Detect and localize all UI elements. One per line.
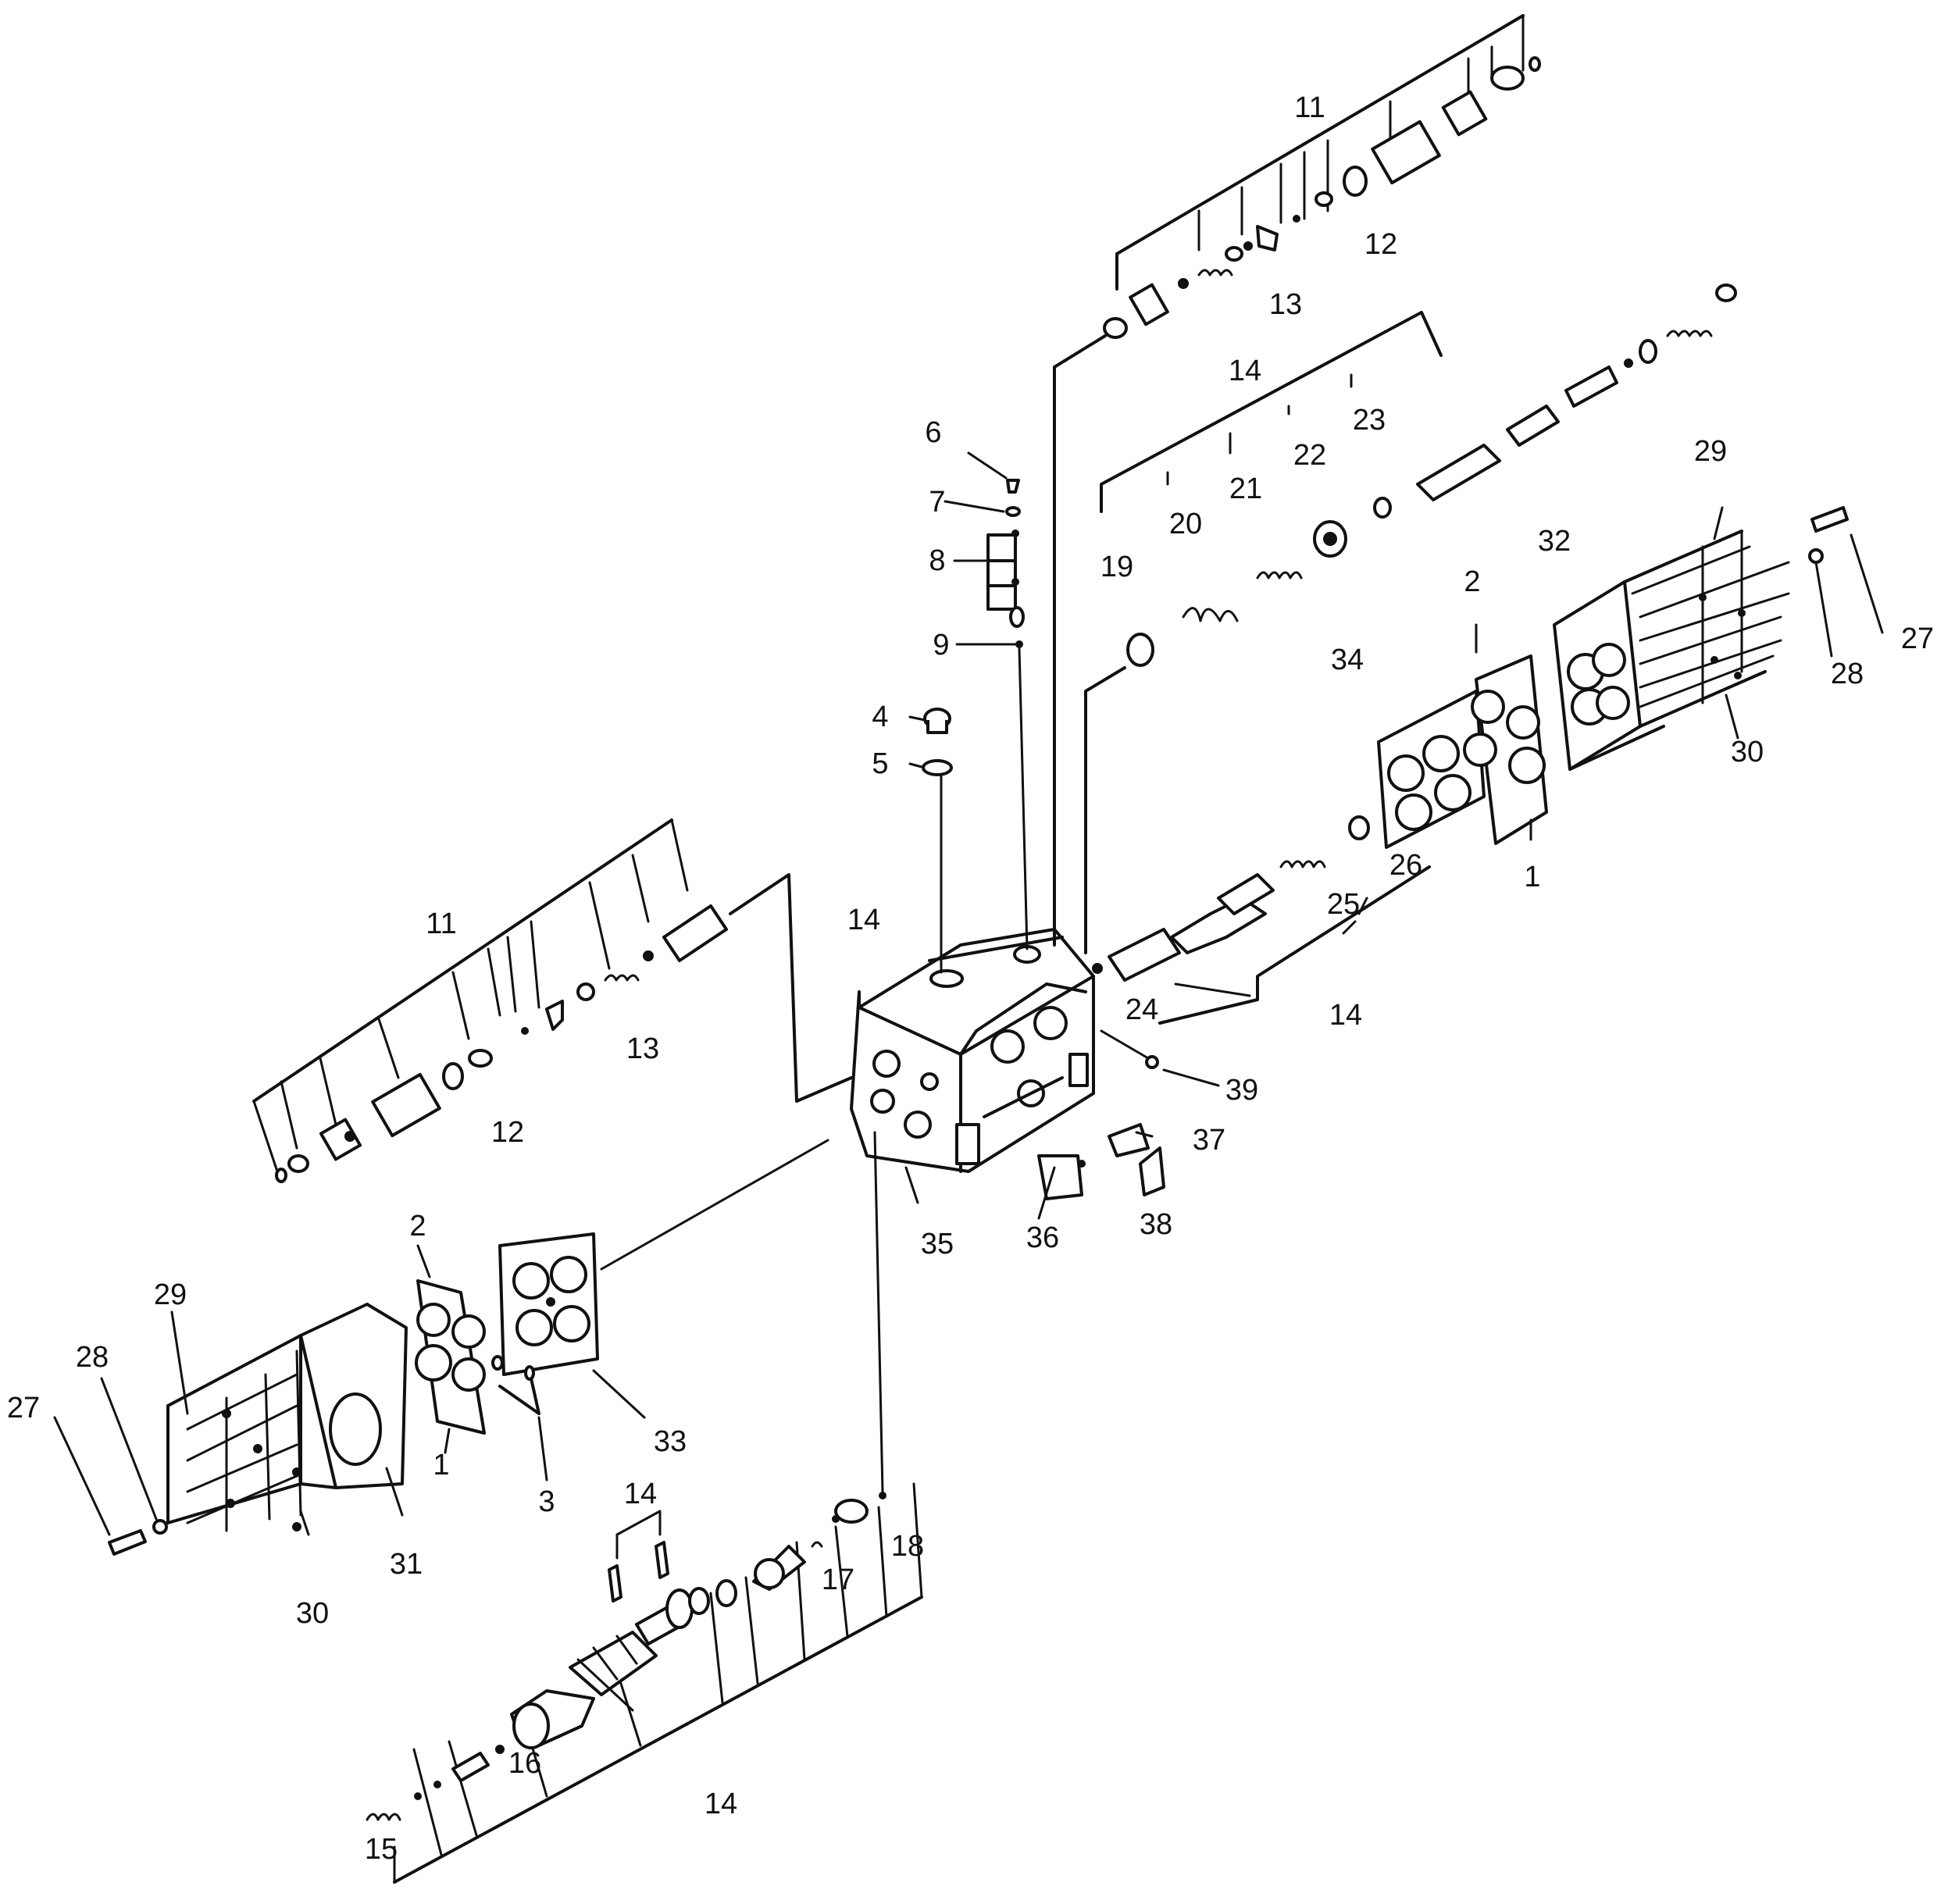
label-13-top: 13 [1269,288,1302,321]
label-36: 36 [1026,1221,1059,1254]
oring-plate-left [415,1244,548,1481]
spool-assembly-right [1092,815,1431,1025]
spool-assembly-upper [1084,283,1737,954]
label-14-pins: 14 [624,1478,657,1510]
label-11-left: 11 [426,907,456,940]
label-6: 6 [925,416,941,449]
label-14-mid: 14 [1329,999,1362,1032]
label-14-body: 14 [847,904,880,936]
oring-plate-right [1463,623,1548,845]
label-18: 18 [891,1530,924,1563]
label-26: 26 [1389,849,1422,882]
label-27-right: 27 [1901,622,1934,655]
label-16: 16 [508,1747,541,1780]
label-29-left: 29 [154,1278,187,1311]
label-30-right: 30 [1731,736,1764,768]
label-2-left: 2 [409,1210,426,1243]
label-15: 15 [365,1833,398,1866]
label-7: 7 [929,486,945,519]
label-23: 23 [1353,404,1386,437]
label-20: 20 [1169,508,1202,540]
label-32: 32 [1538,525,1571,558]
label-8: 8 [929,544,945,577]
relief-valve-assembly-left [252,818,853,1183]
label-37: 37 [1193,1124,1225,1157]
label-33: 33 [654,1425,687,1458]
label-12-top: 12 [1364,228,1397,261]
label-1-right: 1 [1524,861,1540,893]
label-2-right: 2 [1464,565,1480,598]
label-22: 22 [1293,439,1326,472]
label-24: 24 [1125,993,1158,1026]
label-3: 3 [538,1485,555,1518]
end-cover-left [53,1303,408,1556]
label-27-left: 27 [7,1392,40,1424]
valve-body [850,928,1095,1173]
label-17: 17 [822,1563,854,1596]
label-19: 19 [1100,551,1133,583]
label-31: 31 [390,1548,423,1581]
label-25: 25 [1327,888,1360,921]
part-labels: 1 1 2 2 3 4 5 6 7 8 9 11 11 12 12 13 13 … [7,91,1934,1866]
oring-part-5 [908,759,953,974]
label-13-left: 13 [626,1032,659,1065]
label-11-top: 11 [1294,91,1325,124]
label-29-right: 29 [1694,435,1727,468]
gasket-part-34 [1377,690,1486,849]
label-28-right: 28 [1831,658,1864,690]
plug-part-4 [908,708,951,734]
relief-valve-assembly-top [1053,14,1541,947]
label-5: 5 [872,747,888,780]
label-14-upper: 14 [1229,355,1261,387]
label-28-left: 28 [76,1341,109,1374]
label-4: 4 [872,701,888,733]
end-cover-right [1553,506,1884,771]
label-12-left: 12 [491,1116,524,1149]
gasket-part-33 [498,1139,829,1419]
small-parts-35-39 [904,1029,1220,1220]
label-30-left: 30 [296,1597,329,1630]
label-21: 21 [1229,472,1262,505]
valve-stack-6-9 [944,451,1029,950]
label-34: 34 [1331,644,1364,676]
label-35: 35 [921,1228,954,1260]
spool-assembly-bottom [366,1131,923,1884]
label-14-bottom: 14 [705,1788,737,1820]
label-1-left: 1 [433,1449,449,1481]
label-39: 39 [1225,1074,1258,1107]
label-9: 9 [933,629,949,661]
label-38: 38 [1140,1208,1172,1241]
